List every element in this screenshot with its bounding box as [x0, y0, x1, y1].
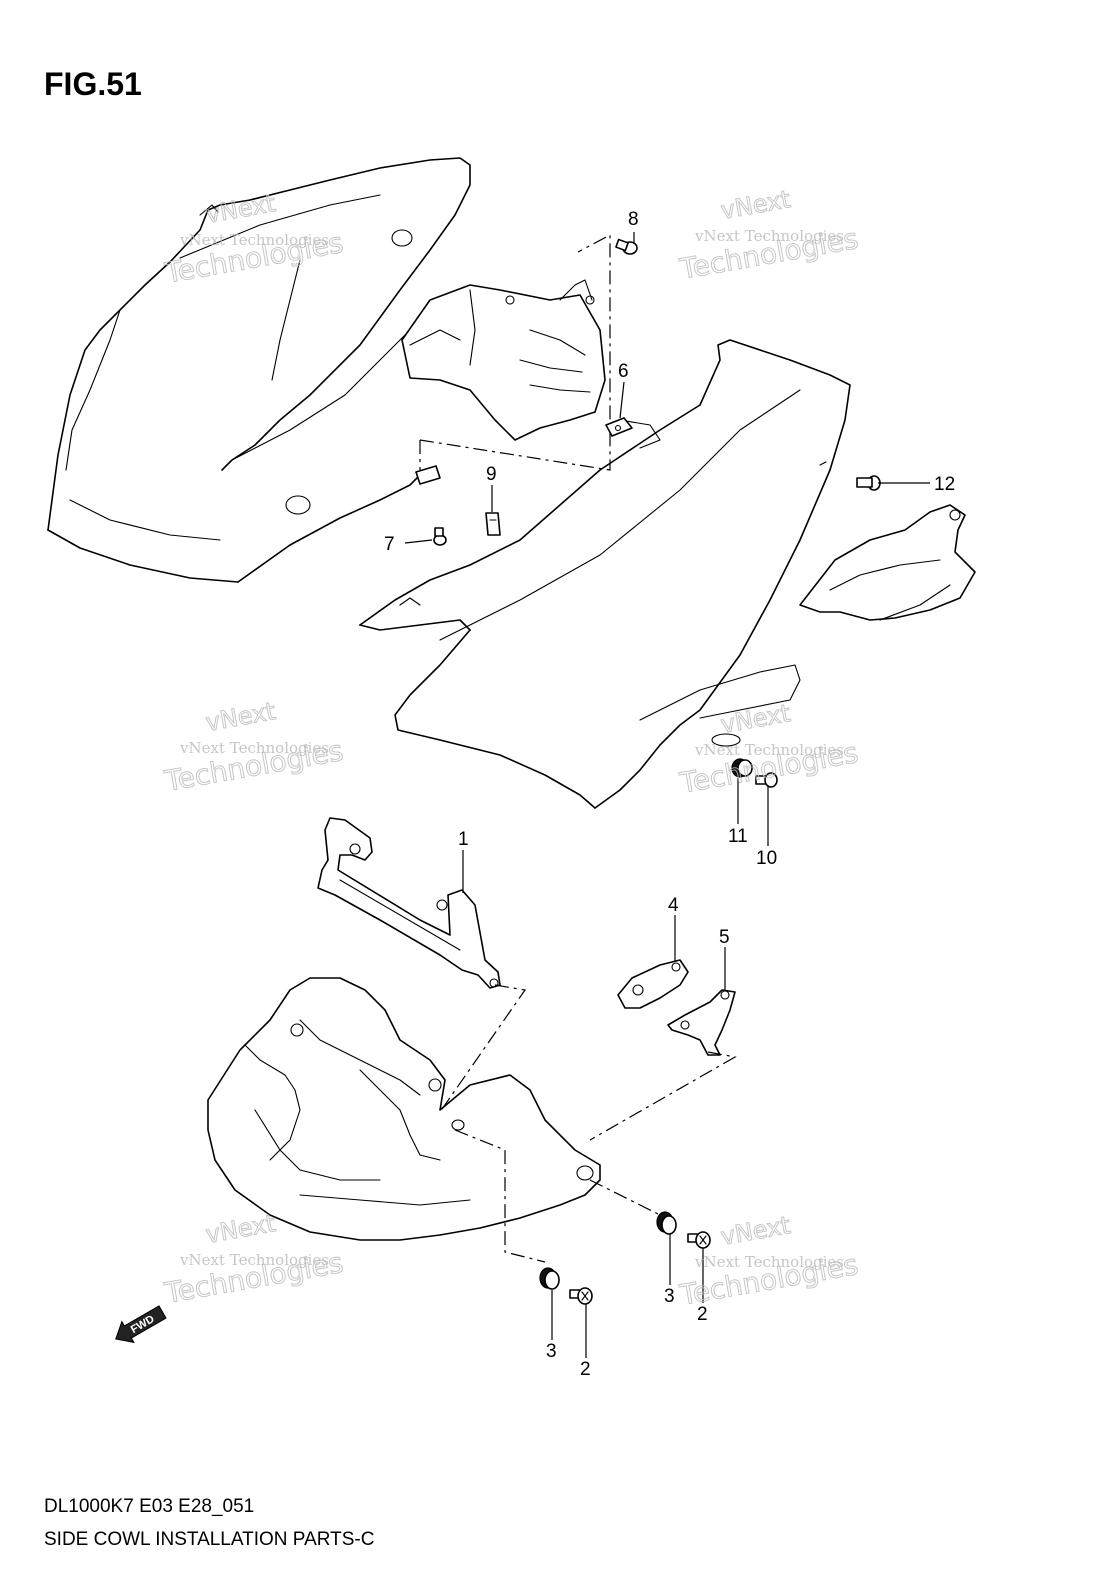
bracket-part-4 — [617, 959, 689, 1009]
screw-part-10 — [755, 772, 778, 788]
fwd-arrow-icon — [115, 1305, 167, 1344]
svg-text:vNext Technologies: vNext Technologies — [179, 1251, 329, 1269]
assembly-line-f — [454, 1129, 546, 1263]
callout-8: 8 — [628, 209, 639, 230]
front-cowl-panel — [47, 157, 471, 583]
svg-text:vNext: vNext — [719, 1211, 793, 1251]
side-duct-piece — [799, 504, 976, 621]
figure-title: FIG.51 — [44, 66, 142, 102]
callout-4: 4 — [668, 895, 679, 916]
svg-text:vNext: vNext — [719, 699, 793, 739]
screw-part-8 — [615, 238, 638, 255]
callout-3-right: 3 — [664, 1286, 675, 1307]
figure-name: SIDE COWL INSTALLATION PARTS-C — [44, 1529, 375, 1550]
svg-text:vNext: vNext — [719, 185, 793, 225]
svg-text:vNext Technologies: vNext Technologies — [179, 231, 329, 249]
grommet-part-3-lower — [539, 1267, 560, 1290]
svg-text:vNext Technologies: vNext Technologies — [694, 227, 844, 245]
screw-part-2-lower — [569, 1287, 593, 1305]
watermark-6: vNext vNext Technologies Technologies — [676, 1211, 861, 1313]
grommet-part-3-right — [656, 1211, 677, 1235]
svg-text:vNext: vNext — [204, 697, 278, 737]
svg-text:vNext: vNext — [204, 1209, 278, 1249]
callout-10: 10 — [756, 848, 777, 869]
svg-text:vNext Technologies: vNext Technologies — [694, 1253, 844, 1271]
screw-part-12 — [856, 475, 881, 491]
fwd-label: FWD — [129, 1313, 157, 1336]
callout-1: 1 — [458, 829, 469, 850]
bracket-part-5 — [667, 989, 736, 1056]
leader-lines — [404, 232, 930, 1358]
fwd-marker: FWD — [115, 1305, 167, 1344]
assembly-line-c — [439, 984, 527, 1113]
svg-text:vNext Technologies: vNext Technologies — [694, 741, 844, 759]
inner-duct-bracket — [401, 279, 606, 441]
watermark-5: vNext vNext Technologies Technologies — [161, 1209, 346, 1311]
callout-6: 6 — [618, 361, 629, 382]
callout-2-right: 2 — [697, 1304, 708, 1325]
main-side-cowl — [359, 339, 851, 809]
grommet-part-11 — [731, 758, 753, 778]
callout-2-lower: 2 — [580, 1359, 591, 1380]
svg-text:vNext Technologies: vNext Technologies — [179, 739, 329, 757]
callout-12: 12 — [934, 474, 955, 495]
watermark-2: vNext vNext Technologies Technologies — [676, 185, 861, 287]
figure-code: DL1000K7 E03 E28_051 — [44, 1496, 255, 1517]
watermark-1: vNext vNext Technologies Technologies — [161, 189, 346, 291]
lower-cowl — [207, 977, 601, 1241]
screw-part-2-right — [687, 1231, 711, 1249]
watermark-3: vNext vNext Technologies Technologies — [161, 697, 346, 799]
callout-7: 7 — [384, 534, 395, 555]
screw-part-7 — [415, 465, 447, 546]
assembly-line-a — [419, 234, 611, 471]
clip-part-9 — [485, 512, 501, 536]
assembly-line-e — [589, 1179, 671, 1221]
callout-9: 9 — [486, 464, 497, 485]
clip-nut-part-6 — [605, 417, 633, 437]
callout-5: 5 — [719, 927, 730, 948]
assembly-line-d — [589, 1051, 737, 1141]
bracket-part-1 — [317, 817, 501, 989]
callout-11: 11 — [728, 826, 748, 847]
callout-3-lower: 3 — [546, 1341, 557, 1362]
